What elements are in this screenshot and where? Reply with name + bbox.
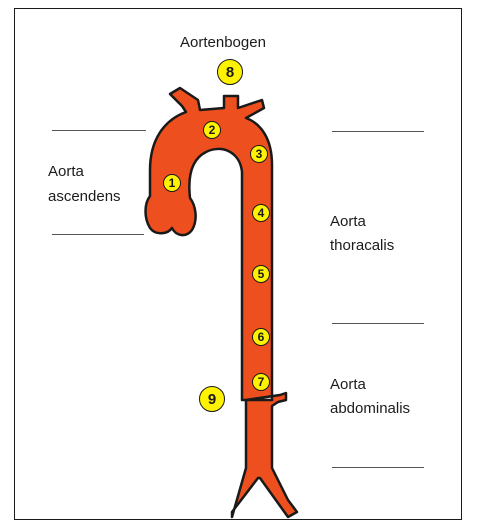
label-abdominal-line1: Aorta <box>330 375 366 395</box>
label-ascending-line2: ascendens <box>48 187 121 207</box>
label-abdominal-line2: abdominalis <box>330 399 410 419</box>
label-ascending-line1: Aorta <box>48 162 84 182</box>
marker-6: 6 <box>252 328 270 346</box>
answer-line-2 <box>52 234 144 235</box>
answer-line-4 <box>332 323 424 324</box>
marker-8: 8 <box>217 59 243 85</box>
marker-5: 5 <box>252 265 270 283</box>
marker-7: 7 <box>252 373 270 391</box>
label-thoracic-line2: thoracalis <box>330 236 394 256</box>
marker-4: 4 <box>252 204 270 222</box>
label-thoracic-line1: Aorta <box>330 212 366 232</box>
marker-9: 9 <box>199 386 225 412</box>
answer-line-5 <box>332 467 424 468</box>
marker-2: 2 <box>203 121 221 139</box>
aorta-shape <box>146 88 298 517</box>
marker-3: 3 <box>250 145 268 163</box>
marker-1: 1 <box>163 174 181 192</box>
label-aortic-arch: Aortenbogen <box>180 33 266 53</box>
answer-line-1 <box>52 130 146 131</box>
answer-line-3 <box>332 131 424 132</box>
